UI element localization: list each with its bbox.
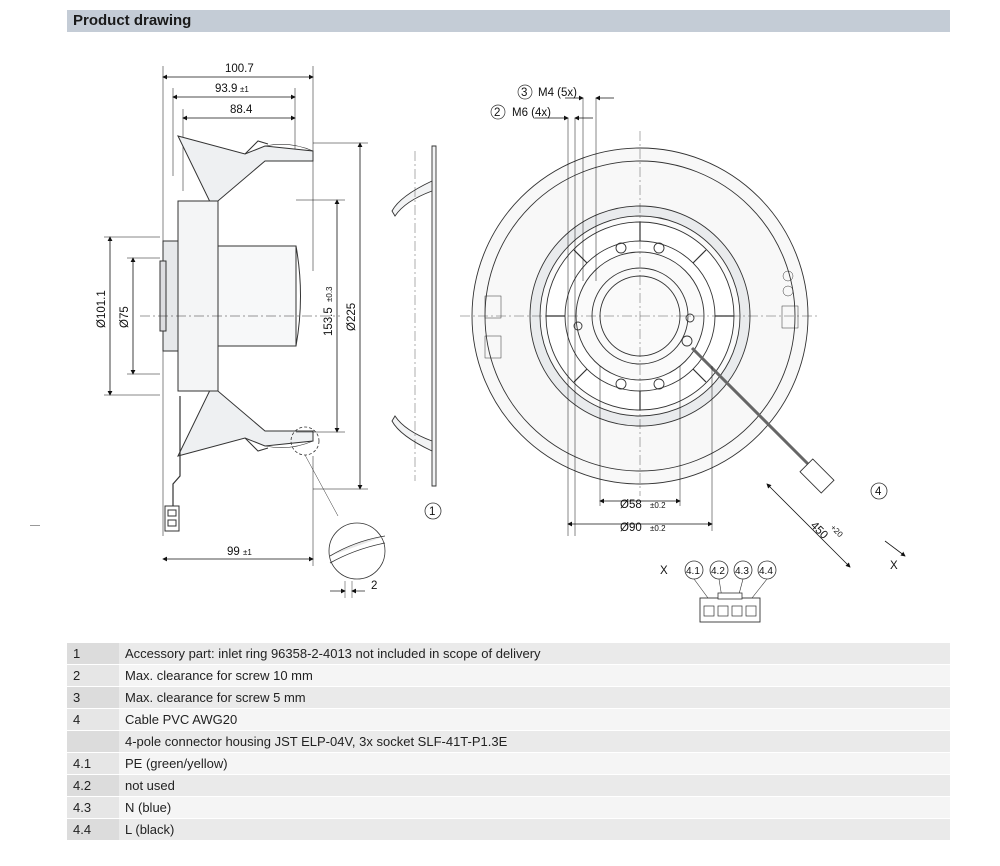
legend-text: N (blue) — [119, 797, 950, 818]
x-marker-right: X — [890, 560, 898, 572]
legend-text: Accessory part: inlet ring 96358-2-4013 … — [119, 643, 950, 664]
side-dimensions — [104, 74, 368, 566]
pin-4-3: 4.3 — [735, 566, 749, 577]
dim-d58: Ø58 — [620, 499, 642, 511]
section-title: Product drawing — [73, 12, 192, 29]
detail-view — [290, 426, 386, 598]
dim-d75: Ø75 — [119, 306, 131, 328]
dim-93-9-tol: ±1 — [240, 85, 249, 94]
dim-2: 2 — [371, 580, 377, 592]
legend-number: 4.2 — [67, 775, 119, 796]
dim-153-5: 153.5 — [323, 307, 335, 336]
dim-d225: Ø225 — [346, 303, 358, 331]
dim-450-tol: +20 — [829, 523, 845, 539]
legend-text: PE (green/yellow) — [119, 753, 950, 774]
legend-number: 1 — [67, 643, 119, 664]
connector-detail: X 4.1 4.2 4.3 4.4 — [660, 560, 777, 623]
dim-450: 450 — [808, 520, 830, 542]
dim-m6: M6 (4x) — [512, 107, 551, 119]
callout-1: 1 — [424, 502, 442, 520]
callout-2-label: 2 — [494, 107, 500, 119]
technical-drawing: 100.7 93.9 ±1 88.4 Ø101.1 Ø75 153.5 ±0.3… — [96, 63, 906, 623]
x-marker-left: X — [660, 565, 668, 577]
dim-99: 99 — [227, 546, 240, 558]
dim-153-5-tol: ±0.3 — [325, 286, 334, 302]
dim-100-7: 100.7 — [225, 63, 254, 75]
legend-number — [67, 731, 119, 752]
legend-row: 4-pole connector housing JST ELP-04V, 3x… — [67, 731, 950, 752]
callout-3-label: 3 — [521, 87, 527, 99]
legend-text: 4-pole connector housing JST ELP-04V, 3x… — [119, 731, 950, 752]
inlet-ring-profile — [391, 145, 437, 487]
legend-text: Max. clearance for screw 10 mm — [119, 665, 950, 686]
legend-number: 3 — [67, 687, 119, 708]
callout-4-label: 4 — [875, 486, 882, 498]
dim-93-9: 93.9 — [215, 83, 237, 95]
legend-number: 4 — [67, 709, 119, 730]
side-dim-text: 100.7 93.9 ±1 88.4 Ø101.1 Ø75 153.5 ±0.3… — [96, 63, 358, 558]
dim-m4: M4 (5x) — [538, 87, 577, 99]
section-header: Product drawing — [67, 10, 950, 32]
pin-4-1: 4.1 — [686, 566, 700, 577]
callout-1-label: 1 — [429, 506, 435, 518]
pin-4-4: 4.4 — [759, 566, 773, 577]
legend-number: 4.1 — [67, 753, 119, 774]
pin-4-2: 4.2 — [711, 566, 725, 577]
legend-number: 4.3 — [67, 797, 119, 818]
legend-text: L (black) — [119, 819, 950, 840]
dim-d58-tol: ±0.2 — [650, 501, 666, 510]
callout-2-circle — [490, 104, 506, 120]
side-view — [140, 66, 340, 536]
legend-number: 2 — [67, 665, 119, 686]
legend-number: 4.4 — [67, 819, 119, 840]
legend-text: not used — [119, 775, 950, 796]
margin-mark — [30, 525, 40, 526]
dim-d90-tol: ±0.2 — [650, 524, 666, 533]
dim-d90: Ø90 — [620, 522, 642, 534]
callout-3-circle — [517, 84, 533, 100]
legend-text: Max. clearance for screw 5 mm — [119, 687, 950, 708]
callout-4-circle — [870, 482, 888, 500]
dim-88-4: 88.4 — [230, 104, 253, 116]
legend-text: Cable PVC AWG20 — [119, 709, 950, 730]
dim-d101: Ø101.1 — [96, 290, 108, 328]
front-view — [460, 131, 835, 496]
front-dimensions — [535, 95, 906, 568]
dim-99-tol: ±1 — [243, 548, 252, 557]
